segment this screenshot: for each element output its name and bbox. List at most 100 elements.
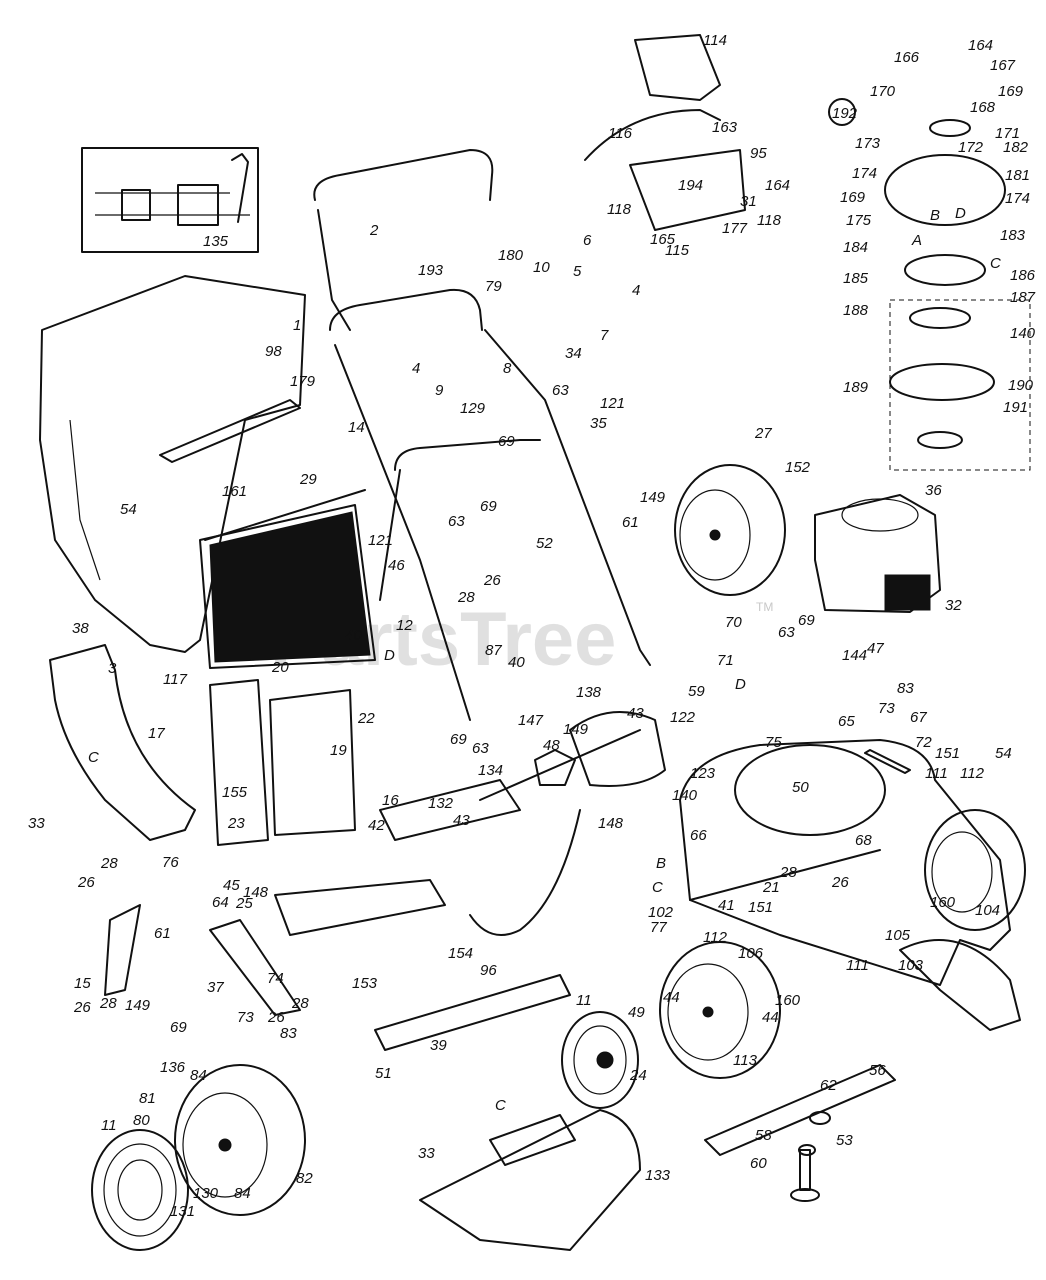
- callout-175: 175: [846, 212, 872, 229]
- callout-170: 170: [870, 83, 896, 100]
- callout-112a: 112: [960, 765, 985, 782]
- watermark-trademark: TM: [756, 600, 773, 614]
- callout-28b: 28: [100, 855, 118, 872]
- inset-box-135: [81, 147, 259, 253]
- callout-44b: 44: [762, 1009, 779, 1026]
- callout-116: 116: [608, 125, 633, 142]
- callout-69c: 69: [798, 612, 815, 629]
- callout-98: 98: [265, 343, 282, 360]
- callout-40b: 40: [508, 654, 525, 671]
- callout-190: 190: [1008, 377, 1034, 394]
- callout-160a: 160: [930, 894, 956, 911]
- callout-7: 7: [600, 327, 609, 344]
- callout-129: 129: [460, 400, 486, 417]
- callout-41: 41: [718, 897, 735, 914]
- callout-81: 81: [139, 1090, 156, 1107]
- callout-14: 14: [348, 419, 365, 436]
- blade: [704, 1064, 896, 1202]
- callout-164: 164: [968, 37, 993, 54]
- callout-D1: D: [384, 647, 395, 664]
- callout-80: 80: [133, 1112, 150, 1129]
- callout-52: 52: [536, 535, 553, 552]
- callout-25: 25: [235, 895, 253, 912]
- callout-26e: 26: [267, 1009, 285, 1026]
- callout-184: 184: [843, 239, 868, 256]
- callout-C2: C: [495, 1097, 506, 1114]
- callout-43b: 43: [453, 812, 470, 829]
- callout-148b: 148: [243, 884, 269, 901]
- callout-138: 138: [576, 684, 602, 701]
- callout-47: 47: [867, 640, 884, 657]
- callout-40a: 40: [345, 627, 362, 644]
- callout-labels: 114 166 164 167 169 170 192 168 171 173 …: [28, 32, 1036, 1220]
- callout-28e: 28: [291, 995, 309, 1012]
- callout-188: 188: [843, 302, 869, 319]
- callout-69e: 69: [170, 1019, 187, 1036]
- wheel-front-middle: [659, 941, 781, 1079]
- callout-28c: 28: [779, 864, 797, 881]
- callout-60: 60: [750, 1155, 767, 1172]
- callout-77: 77: [650, 919, 667, 936]
- callout-149a: 149: [640, 489, 666, 506]
- callout-161: 161: [222, 483, 247, 500]
- callout-73b: 73: [237, 1009, 254, 1026]
- callout-166: 166: [894, 49, 920, 66]
- callout-D3: D: [955, 205, 966, 222]
- callout-56: 56: [869, 1062, 886, 1079]
- callout-31: 31: [740, 193, 757, 210]
- callout-29: 29: [299, 471, 317, 488]
- callout-45: 45: [223, 877, 240, 894]
- callout-75: 75: [765, 734, 782, 751]
- rear-door: [49, 644, 356, 846]
- callout-121a: 121: [600, 395, 625, 412]
- callout-173: 173: [855, 135, 881, 152]
- callout-151a: 151: [935, 745, 960, 762]
- callout-172: 172: [958, 139, 984, 156]
- callout-113: 113: [733, 1052, 758, 1069]
- callout-76: 76: [162, 854, 179, 871]
- callout-26d: 26: [73, 999, 91, 1016]
- callout-65: 65: [838, 713, 855, 730]
- callout-8: 8: [503, 360, 512, 377]
- callout-34: 34: [565, 345, 582, 362]
- engine: [814, 494, 941, 613]
- callout-59: 59: [688, 683, 705, 700]
- callout-1: 1: [293, 317, 301, 334]
- callout-24: 24: [629, 1067, 647, 1084]
- callout-183: 183: [1000, 227, 1026, 244]
- callout-17: 17: [148, 725, 165, 742]
- callout-144: 144: [842, 647, 867, 664]
- callout-66: 66: [690, 827, 707, 844]
- callout-153: 153: [352, 975, 378, 992]
- callout-68: 68: [855, 832, 872, 849]
- callout-165: 165: [650, 231, 676, 248]
- callout-103: 103: [898, 957, 924, 974]
- callout-62: 62: [820, 1077, 837, 1094]
- callout-63d: 63: [472, 740, 489, 757]
- callout-106: 106: [738, 945, 764, 962]
- callout-118b: 118: [757, 212, 782, 229]
- upper-handle: [313, 149, 651, 721]
- callout-26b: 26: [831, 874, 849, 891]
- callout-134: 134: [478, 762, 503, 779]
- callout-22: 22: [357, 710, 375, 727]
- callout-135: 135: [203, 233, 229, 250]
- callout-26c: 26: [77, 874, 95, 891]
- callout-169: 169: [998, 83, 1024, 100]
- callout-10: 10: [533, 259, 550, 276]
- callout-58: 58: [755, 1127, 772, 1144]
- callout-53: 53: [836, 1132, 853, 1149]
- wheel-rear-upper: [674, 464, 786, 596]
- callout-179: 179: [290, 373, 316, 390]
- callout-63b: 63: [448, 513, 465, 530]
- callout-96: 96: [480, 962, 497, 979]
- callout-187: 187: [1010, 289, 1036, 306]
- callout-2: 2: [369, 222, 379, 239]
- callout-149c: 149: [125, 997, 151, 1014]
- callout-174b: 174: [1005, 190, 1030, 207]
- callout-182: 182: [1003, 139, 1029, 156]
- callout-16: 16: [382, 792, 399, 809]
- callout-C1: C: [652, 879, 663, 896]
